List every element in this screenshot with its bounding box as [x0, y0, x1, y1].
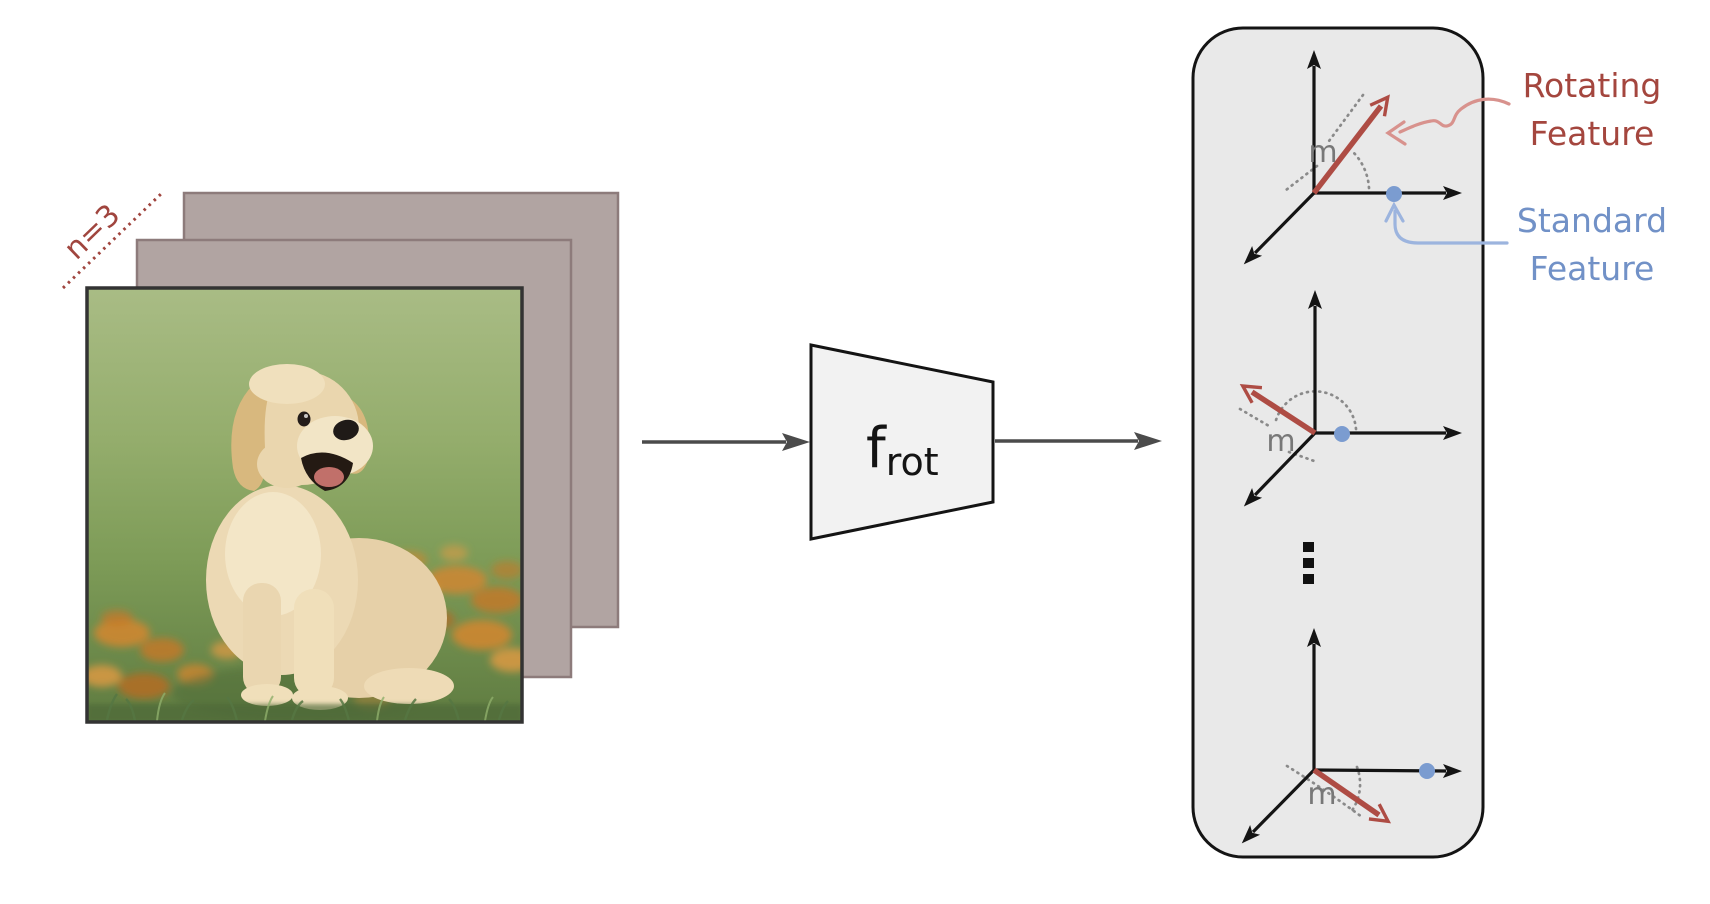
standard-feature-label-line2: Feature: [1530, 249, 1655, 288]
puppy: [206, 364, 454, 710]
input-image-stack: n=3: [57, 190, 620, 724]
rotating-feature-arrow: [1311, 94, 1390, 195]
rotating-connector-arrowhead-icon: [1385, 120, 1407, 146]
standard-connector-arrowhead-icon: [1384, 201, 1405, 223]
magnitude-label: m: [1266, 424, 1295, 459]
module-label: frot: [866, 416, 939, 484]
puppy-photo: [87, 288, 522, 722]
rotating-feature-label-line2: Feature: [1530, 114, 1655, 153]
rotating-feature-arrow: [1239, 384, 1317, 436]
rotating-feature-arrow: [1312, 767, 1392, 824]
rotation-arc-segment: [1238, 407, 1271, 428]
photo-border: [85, 286, 524, 724]
rotation-arc: [1350, 149, 1371, 190]
rotating-feature-label-line1: Rotating: [1523, 66, 1662, 105]
z-axis: [1243, 431, 1317, 507]
puppy-eye: [297, 411, 311, 427]
rotation-arc-segment: [1284, 164, 1319, 192]
z-axis: [1243, 191, 1316, 265]
module-trapezoid: [809, 343, 995, 541]
rotating-feature-connector: [1398, 97, 1511, 134]
magnitude-label: m: [1307, 777, 1336, 812]
axis-system-top: m: [1243, 50, 1462, 265]
magnitude-label: m: [1308, 135, 1337, 170]
puppy-hind-foot: [364, 668, 454, 704]
feature-panel: [1191, 26, 1485, 859]
n-dotted-line: [61, 190, 165, 290]
puppy-front-leg: [243, 583, 281, 695]
puppy-front-leg: [294, 589, 334, 697]
legend: Rotating Feature Standard Feature: [1384, 66, 1667, 288]
standard-feature-dot: [1419, 763, 1435, 779]
puppy-nose: [333, 419, 359, 441]
z-axis: [1241, 768, 1316, 844]
n-label: n=3: [57, 198, 127, 267]
foreground-grass: [87, 692, 522, 722]
axis-system-middle: m: [1238, 290, 1462, 507]
rotation-arc-segment: [1285, 764, 1364, 819]
axis-system-bottom: m: [1241, 628, 1462, 844]
rotation-module: frot: [809, 343, 995, 541]
standard-feature-connector: [1393, 209, 1509, 245]
puppy-tongue: [314, 467, 344, 487]
standard-feature-dot: [1386, 186, 1402, 202]
vertical-ellipsis: [1303, 542, 1314, 584]
rotation-arc: [1349, 765, 1362, 814]
standard-feature-label-line1: Standard: [1517, 201, 1667, 240]
standard-feature-dot: [1334, 426, 1350, 442]
